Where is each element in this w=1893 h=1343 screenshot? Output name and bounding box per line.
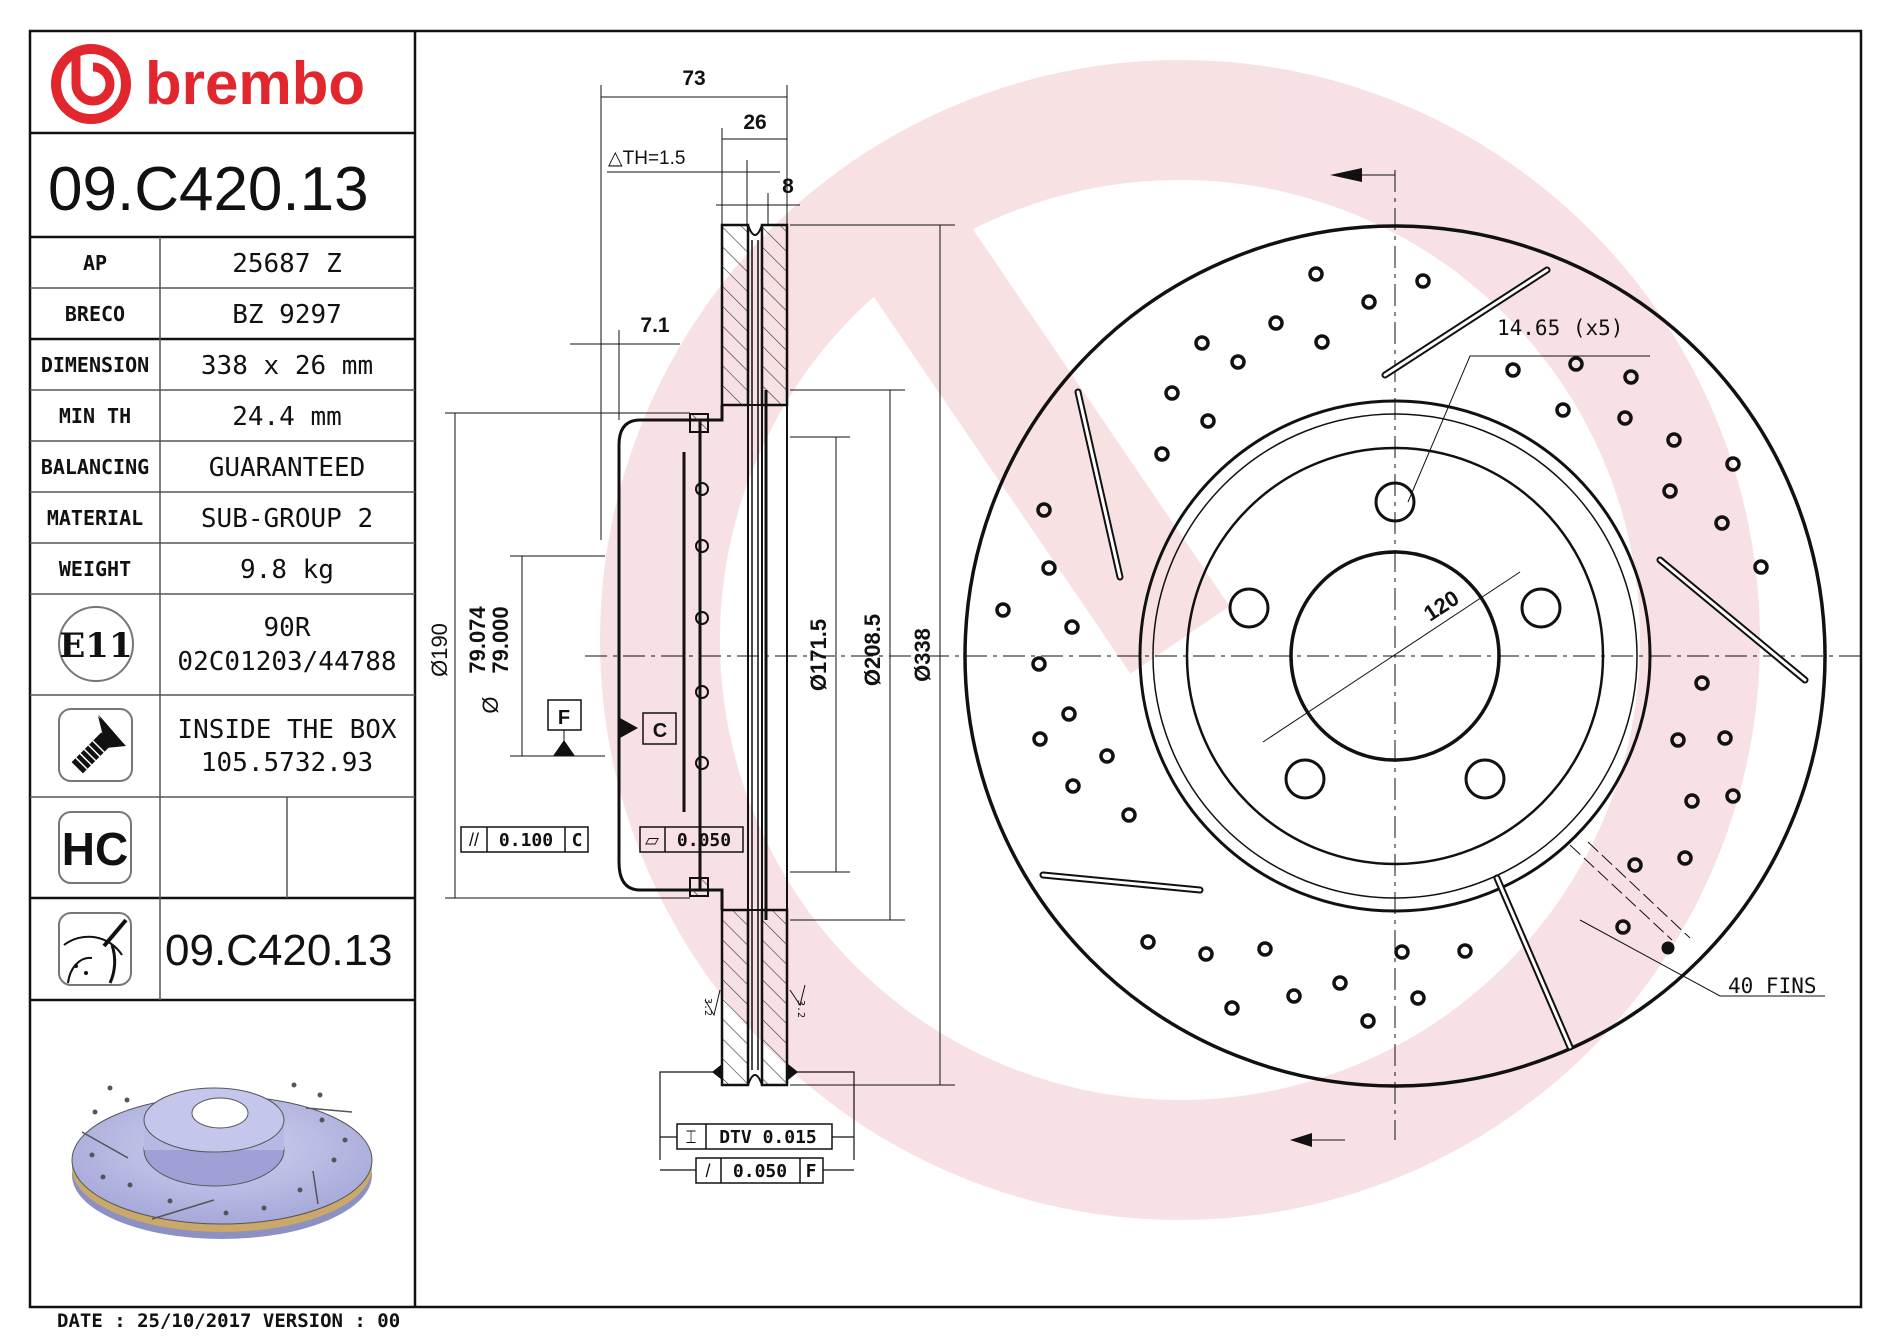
tol-runout-symbol: / — [705, 1161, 710, 1181]
spec-table: AP 25687 Z BRECO BZ 9297 DIMENSION 338 x… — [41, 249, 373, 585]
roughness-left: 3.2 — [702, 998, 713, 1016]
cross-section-view — [445, 85, 1860, 1184]
tol-parallel-symbol: // — [469, 830, 479, 850]
dia-171: Ø171.5 — [806, 619, 831, 691]
spec-label-dimension: DIMENSION — [41, 353, 149, 377]
spec-label-balancing: BALANCING — [41, 455, 149, 479]
spec-label-min-th: MIN TH — [59, 404, 131, 428]
watermark-logo — [600, 60, 1760, 1220]
brembo-logo: brembo — [51, 44, 365, 124]
spec-value-ap: 25687 Z — [232, 249, 342, 279]
spec-value-dimension: 338 x 26 mm — [201, 351, 373, 381]
hc-coating-icon: HC — [58, 811, 132, 884]
svg-text:HC: HC — [62, 823, 128, 875]
tol-runout-datum: F — [806, 1161, 817, 1182]
dia-338: Ø338 — [910, 628, 935, 682]
bolt-hole-label: 14.65 (x5) — [1497, 316, 1623, 340]
dia-190: Ø190 — [427, 623, 452, 677]
disc-marking-icon — [58, 912, 132, 986]
part-number: 09.C420.13 — [48, 155, 369, 224]
pcd-label: 120 — [1419, 585, 1463, 626]
tol-runout-value: 0.050 — [733, 1161, 787, 1182]
fins-label: 40 FINS — [1728, 974, 1817, 998]
dim-delta-th: △TH=1.5 — [608, 148, 685, 169]
dia-79-symbol: Ø — [478, 696, 503, 713]
spec-value-balancing: GUARANTEED — [209, 453, 366, 483]
spec-label-material: MATERIAL — [47, 506, 143, 530]
dia-79-lower: 79.000 — [488, 606, 513, 673]
footer-date-version: DATE : 25/10/2017 VERSION : 00 — [57, 1310, 400, 1332]
spec-value-min-th: 24.4 mm — [232, 402, 342, 432]
title-block — [30, 31, 417, 1307]
marking-value: 09.C420.13 — [165, 926, 393, 975]
homologation-line1: 90R — [264, 613, 311, 643]
svg-text:E11: E11 — [59, 626, 132, 666]
spec-value-breco: BZ 9297 — [232, 300, 342, 330]
dia-208: Ø208.5 — [860, 614, 885, 686]
sheet-border — [28, 29, 1863, 1309]
spec-value-material: SUB-GROUP 2 — [201, 504, 373, 534]
spec-label-ap: AP — [83, 251, 107, 275]
roughness-right: 3.2 — [795, 1000, 806, 1018]
datum-c: C — [653, 720, 667, 742]
homologation-line2: 02C01203/44788 — [177, 647, 396, 677]
front-view — [963, 168, 1827, 1147]
disc-3d-render — [71, 1082, 373, 1239]
spec-label-breco: BRECO — [65, 302, 125, 326]
brand-name: brembo — [145, 50, 365, 117]
tol-flatness-value: 0.050 — [677, 830, 731, 851]
tol-parallel-value: 0.100 — [499, 830, 553, 851]
section-dimensions: 73 26 △TH=1.5 8 7.1 Ø190 79.074 79.000 Ø… — [427, 67, 935, 1182]
screws-line2: 105.5732.93 — [201, 748, 373, 778]
datum-f: F — [558, 707, 570, 729]
dim-8: 8 — [782, 175, 794, 198]
tol-dtv-value: DTV 0.015 — [719, 1127, 817, 1148]
dia-79-upper: 79.074 — [465, 606, 490, 674]
front-view-labels: 14.65 (x5) 120 40 FINS — [1419, 316, 1816, 998]
spec-label-weight: WEIGHT — [59, 557, 131, 581]
tol-flatness-symbol: ▱ — [645, 830, 659, 850]
dim-7-1: 7.1 — [640, 314, 670, 337]
screw-icon — [58, 708, 133, 782]
tol-parallel-datum: C — [572, 830, 583, 851]
tol-dtv-symbol: ⌶ — [686, 1127, 697, 1147]
e11-mark-icon: E11 — [58, 606, 134, 682]
spec-value-weight: 9.8 kg — [240, 555, 334, 585]
screws-line1: INSIDE THE BOX — [177, 715, 396, 745]
dim-73: 73 — [682, 67, 705, 90]
dim-26: 26 — [743, 111, 766, 134]
